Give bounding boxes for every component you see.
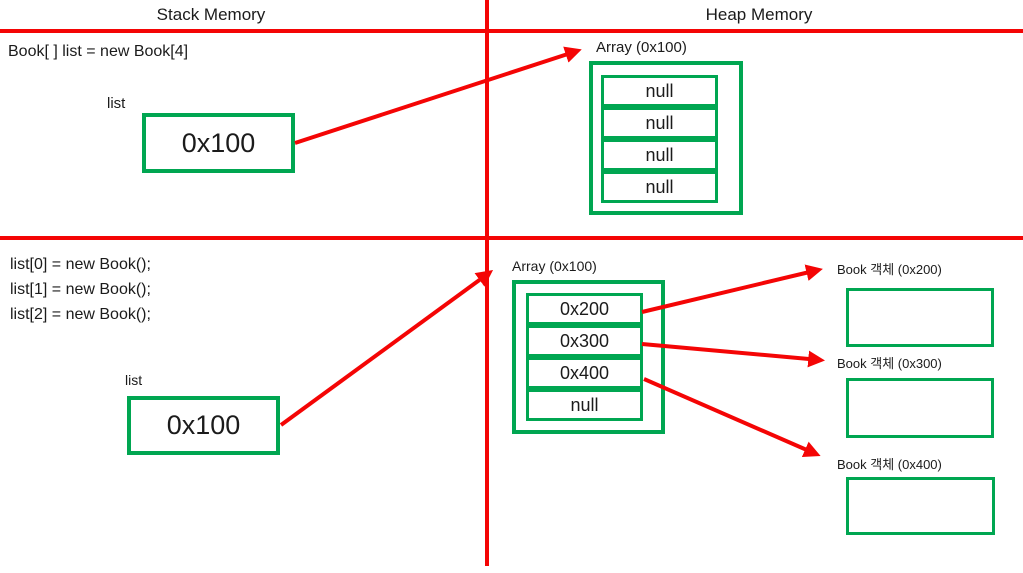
book-object-box (846, 378, 994, 438)
phase1-list-value: 0x100 (181, 127, 256, 158)
phase2-list-label: list (125, 372, 143, 388)
array-cell: null (526, 389, 643, 421)
phase1-list-label: list (107, 95, 126, 112)
book-object-label: Book 객체 (0x400) (837, 457, 942, 472)
array-cell: null (601, 171, 718, 203)
phase1-list-box: 0x100 (142, 113, 295, 173)
array-cell: 0x300 (526, 325, 643, 357)
book-object-box (846, 288, 994, 347)
arrow-cell1-to-book-0x300 (641, 342, 826, 368)
phase2-code-line: list[0] = new Book(); (10, 256, 151, 273)
heap-memory-title: Heap Memory (705, 5, 813, 24)
stack-heap-divider-line (485, 0, 489, 566)
array-cell: 0x400 (526, 357, 643, 389)
phase-divider-line (0, 236, 1023, 240)
array-cell: null (601, 139, 718, 171)
arrow-phase2-list-to-array (279, 270, 494, 427)
phase2-list-value: 0x100 (166, 410, 241, 440)
header-divider-line (0, 29, 1023, 33)
phase2-code-line: list[2] = new Book(); (10, 306, 151, 323)
phase2-array-box: 0x200 0x300 0x400 null (512, 280, 665, 434)
book-object-label: Book 객체 (0x300) (837, 356, 942, 371)
stack-memory-title: Stack Memory (156, 5, 266, 24)
array-cell: null (601, 107, 718, 139)
phase2-code-line: list[1] = new Book(); (10, 281, 151, 298)
phase1-array-label: Array (0x100) (596, 39, 687, 56)
book-object-box (846, 477, 995, 535)
array-cell: null (601, 75, 718, 107)
book-object-label: Book 객체 (0x200) (837, 262, 942, 277)
phase1-code: Book[ ] list = new Book[4] (8, 43, 189, 60)
arrow-phase1-list-to-array (294, 46, 582, 145)
arrow-cell0-to-book-0x200 (641, 264, 823, 314)
phase2-list-box: 0x100 (127, 396, 280, 455)
array-cell: 0x200 (526, 293, 643, 325)
arrow-cell2-to-book-0x400 (643, 377, 821, 457)
phase2-array-label: Array (0x100) (512, 258, 597, 274)
phase1-array-box: null null null null (589, 61, 743, 215)
